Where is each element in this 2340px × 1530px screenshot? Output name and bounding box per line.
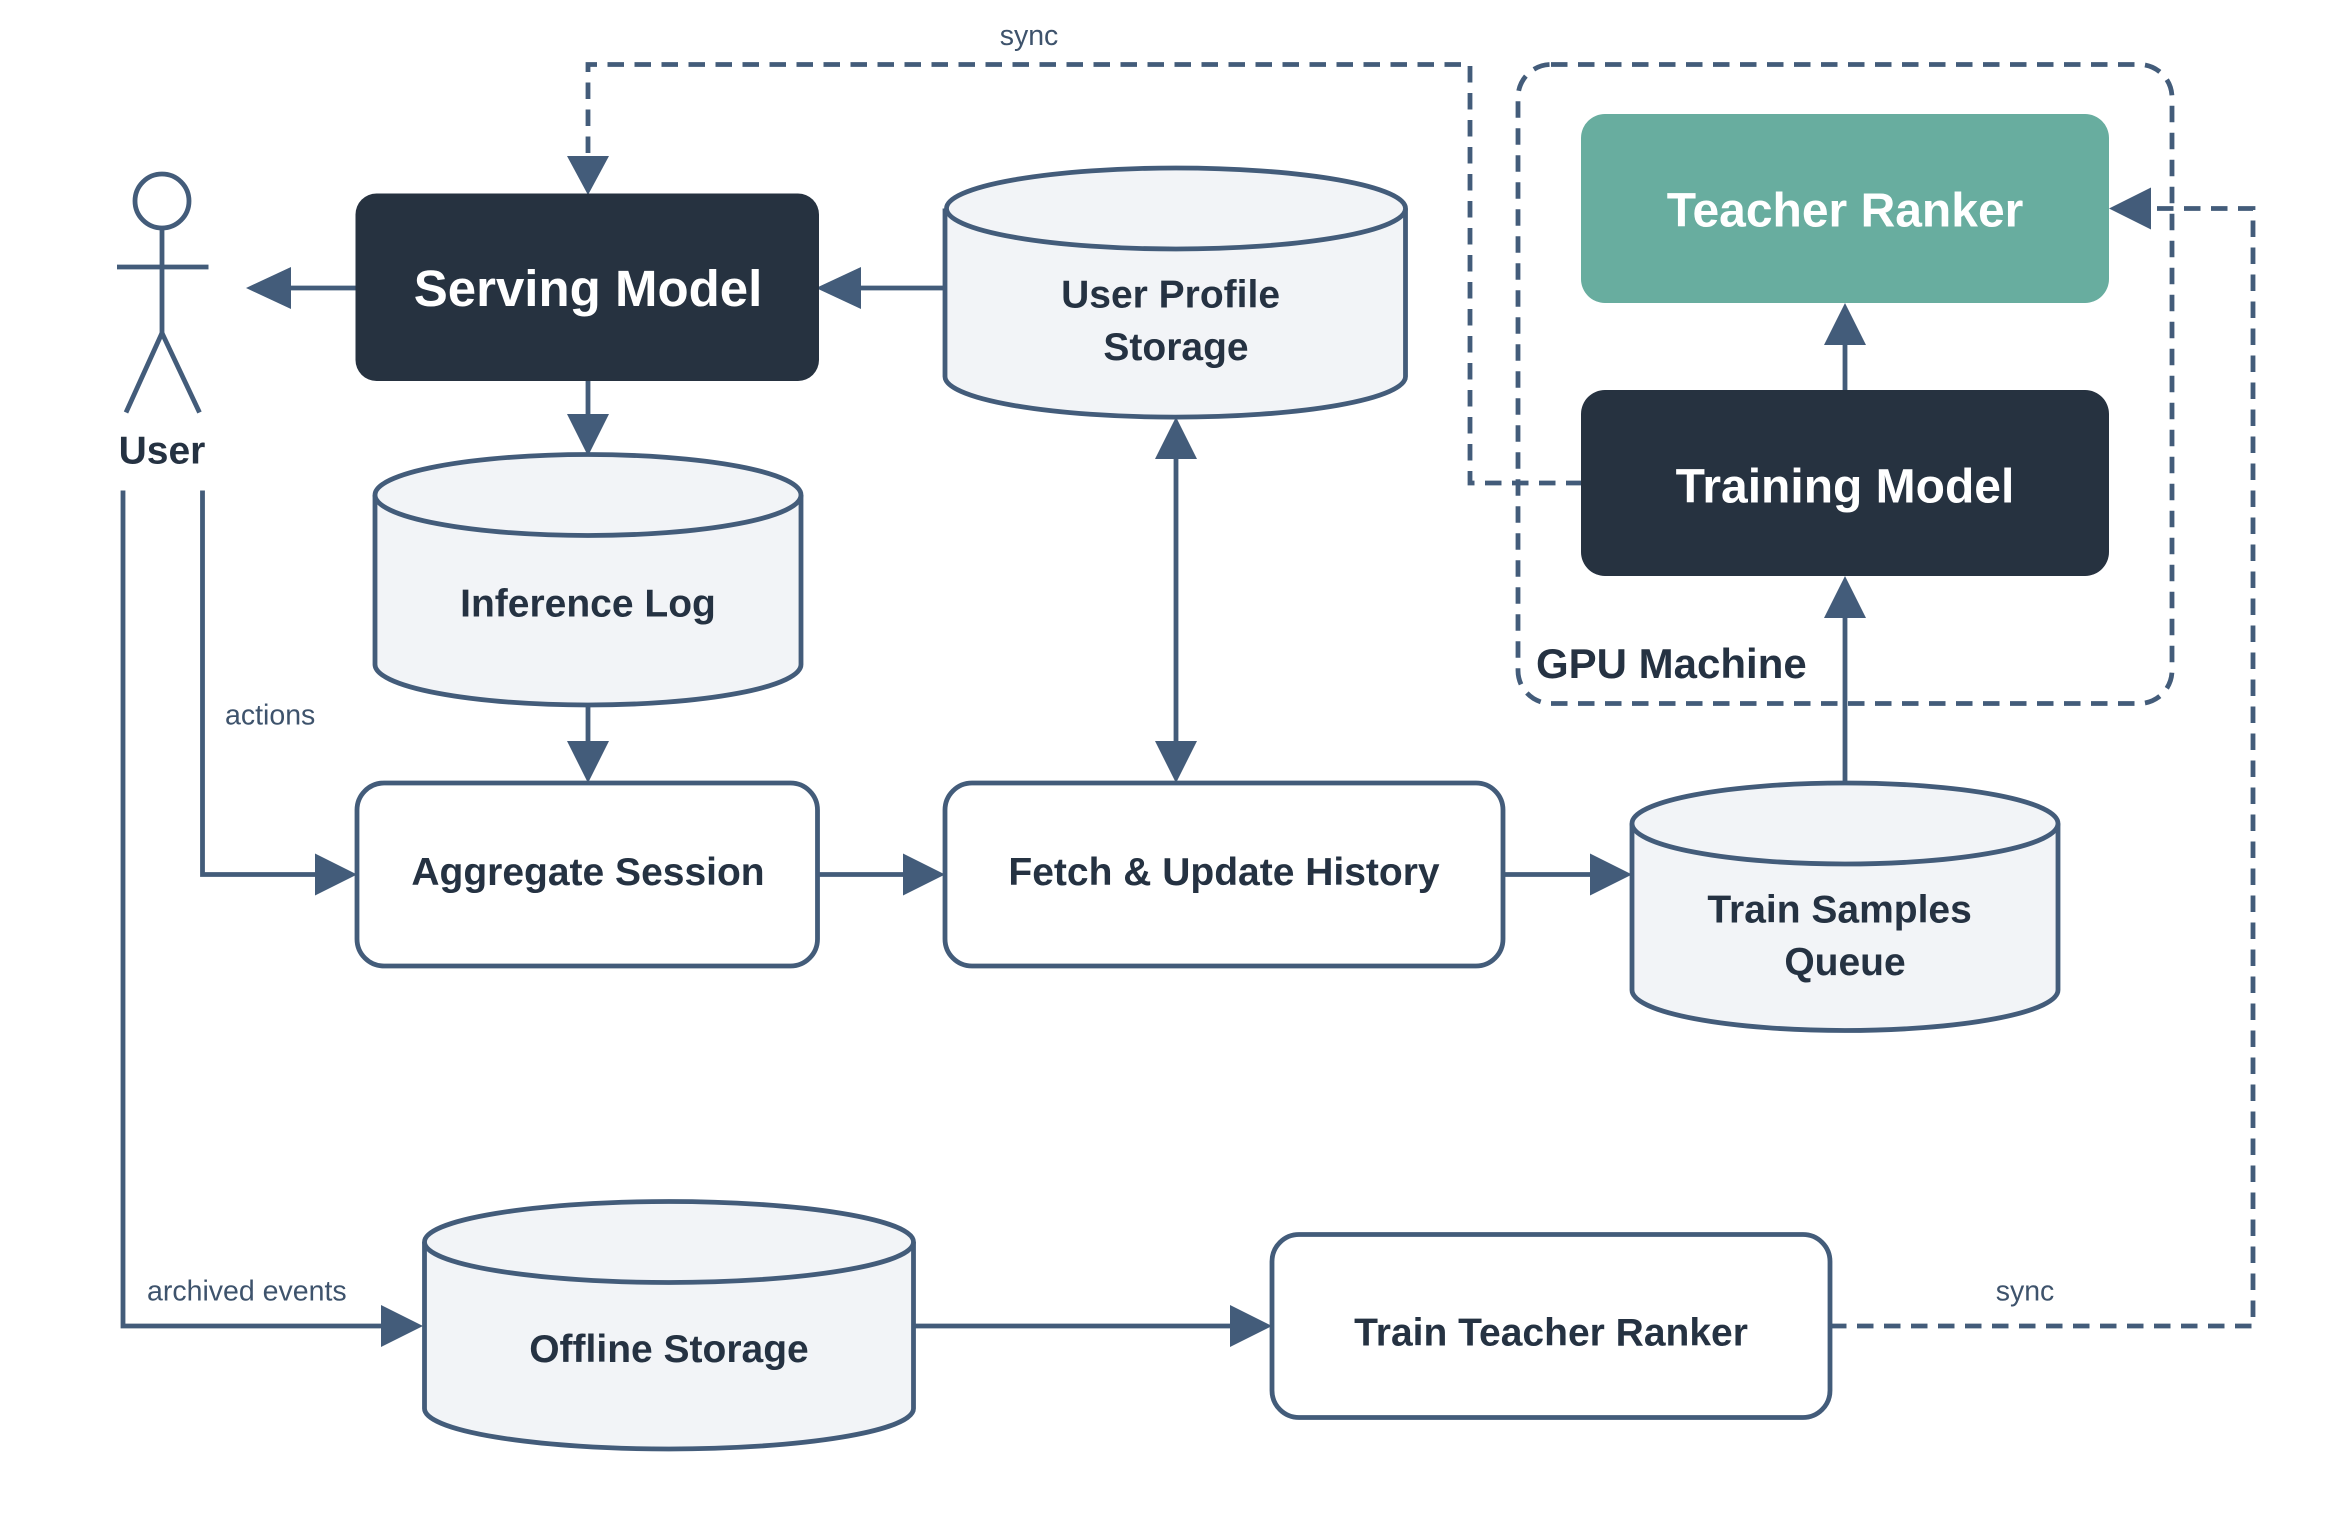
fetch-update-history-box bbox=[942, 780, 1506, 969]
inference-log-label: Inference Log bbox=[460, 583, 716, 626]
arrowhead-profile-up bbox=[1155, 417, 1197, 459]
fetch-update-history-label: Fetch & Update History bbox=[1008, 851, 1440, 894]
training-model-box bbox=[1581, 390, 2109, 576]
offline-storage-cylinder bbox=[422, 1199, 916, 1452]
arrowhead-serving-to-user bbox=[246, 267, 291, 309]
train-teacher-ranker-label: Train Teacher Ranker bbox=[1354, 1312, 1748, 1355]
serving-model-box bbox=[355, 193, 819, 381]
arrowhead-training-to-teacher bbox=[1824, 303, 1866, 345]
train-samples-queue-label: Train Samples Queue bbox=[1707, 889, 1982, 985]
edge-archived-events bbox=[120, 490, 387, 1329]
training-model-label: Training Model bbox=[1676, 461, 2015, 514]
train-teacher-ranker-box bbox=[1269, 1232, 1833, 1420]
user-label: User bbox=[119, 430, 206, 473]
arrowhead-sync-bottom bbox=[2109, 187, 2151, 230]
user-profile-storage-label: User Profile Storage bbox=[1061, 274, 1291, 370]
gpu-machine-container bbox=[1515, 62, 2175, 706]
train-samples-queue-line-2: Queue bbox=[1784, 941, 1905, 984]
aggregate-session-label: Aggregate Session bbox=[411, 851, 764, 894]
user-profile-storage-line-1: User Profile bbox=[1061, 274, 1280, 317]
inference-log-cylinder bbox=[372, 452, 804, 708]
edge-label-sync-bottom: sync bbox=[1996, 1276, 2055, 1308]
teacher-ranker-box bbox=[1581, 114, 2109, 303]
arrowhead-serving-to-inference bbox=[567, 414, 609, 456]
arrowhead-sync-top bbox=[567, 156, 609, 195]
arrowhead-profile-to-serving bbox=[816, 267, 861, 309]
edge-actions bbox=[200, 490, 321, 877]
edge-label-actions: actions bbox=[225, 700, 315, 732]
arrowhead-offline-to-train-teacher bbox=[1230, 1305, 1272, 1347]
user-profile-storage-cylinder bbox=[942, 165, 1408, 420]
arrowhead-aggregate-to-fetch bbox=[903, 853, 945, 896]
aggregate-session-box bbox=[354, 780, 820, 969]
user-profile-storage-line-2: Storage bbox=[1103, 326, 1248, 369]
user-actor-icon bbox=[117, 171, 209, 414]
arrowhead-archived-events bbox=[381, 1305, 423, 1347]
arrowhead-queue-to-training bbox=[1824, 576, 1866, 618]
train-samples-queue-cylinder bbox=[1629, 780, 2061, 1033]
edge-sync-top bbox=[585, 62, 1583, 486]
edge-label-archived-events: archived events bbox=[147, 1276, 347, 1308]
arrowhead-fetch-to-queue bbox=[1590, 853, 1632, 896]
edge-label-sync-top: sync bbox=[1000, 20, 1059, 52]
arrowhead-inference-to-aggregate bbox=[567, 741, 609, 783]
teacher-ranker-label: Teacher Ranker bbox=[1667, 185, 2024, 238]
train-samples-queue-line-1: Train Samples bbox=[1707, 889, 1971, 932]
gpu-machine-label: GPU Machine bbox=[1536, 640, 1807, 687]
serving-model-label: Serving Model bbox=[414, 260, 763, 317]
edge-sync-bottom bbox=[1830, 206, 2256, 1329]
arrowhead-fetch-down bbox=[1155, 741, 1197, 783]
arrowhead-actions bbox=[315, 853, 357, 896]
offline-storage-label: Offline Storage bbox=[529, 1328, 809, 1371]
